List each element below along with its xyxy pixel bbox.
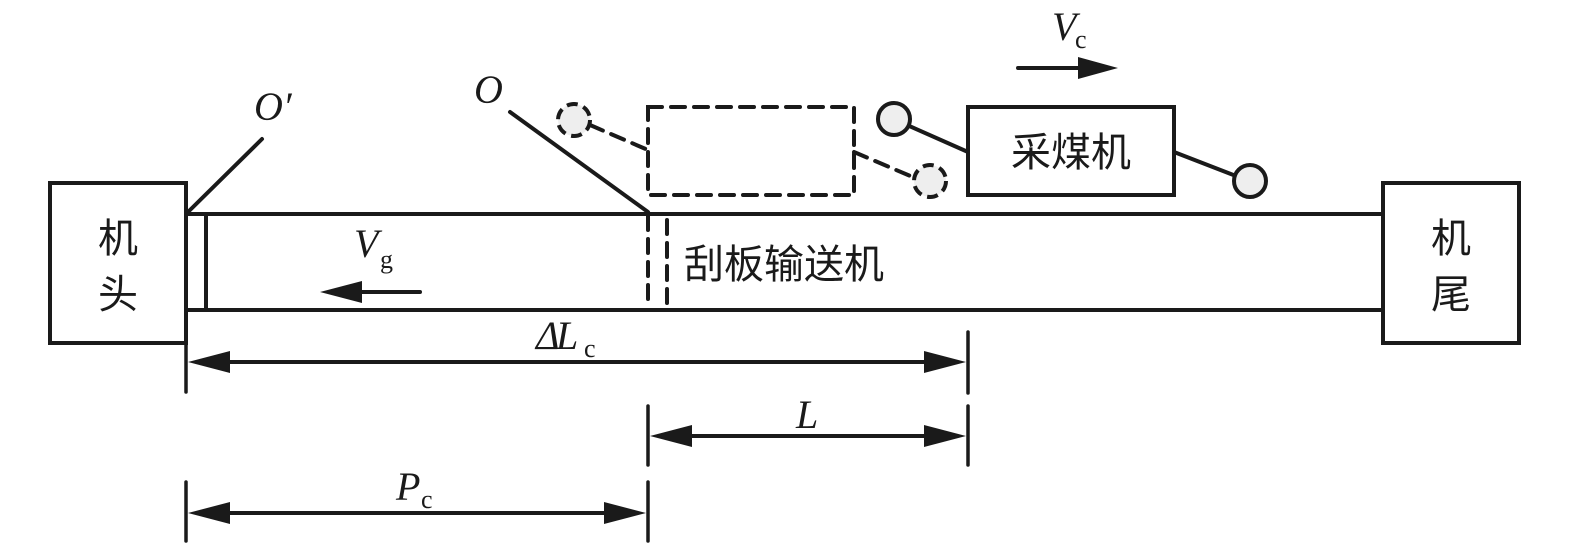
arrow-right-icon <box>924 351 966 373</box>
shearer-drum-left <box>876 101 912 137</box>
pc-symbol: P <box>395 464 420 509</box>
shearer-velocity-symbol: V <box>1052 4 1081 49</box>
arrow-right-icon <box>1078 57 1118 79</box>
arrow-right-icon <box>604 502 646 524</box>
head-unit-label-2: 头 <box>98 272 138 318</box>
delta-lc-prefix: Δ <box>534 313 559 358</box>
origin-prime-label: O′ <box>254 84 293 129</box>
shearer: 采煤机 <box>876 101 1268 199</box>
head-unit: 机 头 <box>48 181 188 345</box>
shearer-velocity: V c <box>1016 4 1118 79</box>
origin-prime-line <box>186 137 264 214</box>
chain-velocity: V g <box>320 221 422 303</box>
shearer-arm-left <box>905 123 970 154</box>
delta-lc-symbol: L <box>555 313 578 358</box>
head-unit-label-1: 机 <box>98 216 138 262</box>
chain-velocity-subscript: g <box>380 245 393 274</box>
arrow-left-icon <box>188 502 230 524</box>
dimension-pc: P c <box>184 464 650 543</box>
arrow-left-icon <box>320 281 362 303</box>
tail-unit-label-2: 尾 <box>1431 272 1471 318</box>
chain-velocity-symbol: V <box>354 221 383 266</box>
shearer-ghost-drum-left <box>556 102 592 138</box>
shearer-previous-position <box>556 102 948 199</box>
dimension-l: L <box>646 392 970 467</box>
shearer-ghost-drum-right <box>912 163 948 199</box>
delta-lc-subscript: c <box>584 334 596 363</box>
tail-unit-label-1: 机 <box>1431 216 1471 262</box>
arrow-left-icon <box>188 351 230 373</box>
arrow-left-icon <box>650 425 692 447</box>
shearer-velocity-subscript: c <box>1075 25 1087 54</box>
dimension-delta-lc: Δ L c <box>184 308 970 395</box>
shearer-ghost-arm-left <box>588 123 650 152</box>
head-unit-box <box>48 181 188 345</box>
tail-unit-box <box>1381 181 1521 345</box>
conveyor-label: 刮板输送机 <box>684 242 884 288</box>
tail-unit: 机 尾 <box>1381 181 1521 345</box>
origin-label: O <box>474 67 503 112</box>
arrow-right-icon <box>924 425 966 447</box>
shearer-drum-right <box>1232 163 1268 199</box>
shearer-ghost-arm-right <box>852 150 917 180</box>
shearer-label: 采煤机 <box>1011 130 1131 176</box>
shearer-ghost-body <box>646 105 856 197</box>
l-symbol: L <box>795 392 818 437</box>
shearer-arm-right <box>1172 150 1238 178</box>
origin-line <box>508 110 650 214</box>
pc-subscript: c <box>421 485 433 514</box>
